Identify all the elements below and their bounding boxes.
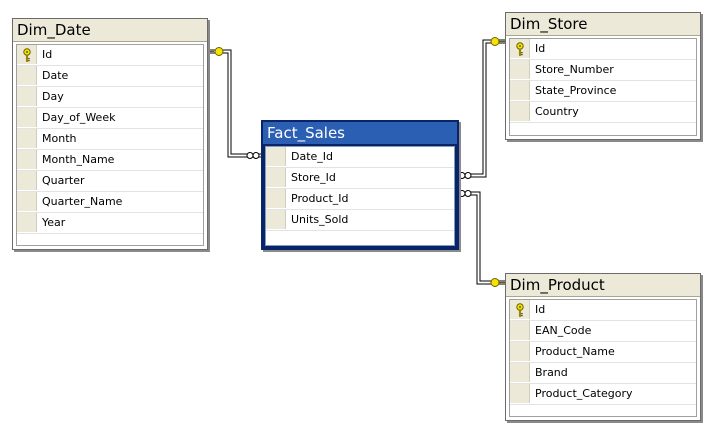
column-name: Year: [42, 216, 66, 229]
infinity-end-date: [246, 152, 260, 159]
primary-key-icon: [21, 48, 33, 62]
row-selector[interactable]: [266, 210, 286, 229]
column-name: Country: [535, 105, 579, 118]
column-name: Day_of_Week: [42, 111, 116, 124]
column-name: Units_Sold: [291, 213, 349, 226]
key-end-product: [490, 278, 505, 287]
column-row[interactable]: Product_Category: [510, 384, 696, 405]
column-row[interactable]: Month_Name: [17, 150, 203, 171]
column-name: Date: [42, 69, 69, 82]
table-title[interactable]: Fact_Sales: [263, 122, 457, 145]
row-selector[interactable]: [17, 66, 37, 85]
column-row[interactable]: Id: [510, 39, 696, 60]
row-selector[interactable]: [510, 102, 530, 121]
row-selector[interactable]: [17, 87, 37, 106]
column-row[interactable]: Date_Id: [266, 147, 454, 168]
column-row[interactable]: Units_Sold: [266, 210, 454, 231]
column-row[interactable]: Id: [510, 300, 696, 321]
row-selector[interactable]: [510, 342, 530, 361]
column-name: Month: [42, 132, 77, 145]
column-name: Month_Name: [42, 153, 115, 166]
column-row[interactable]: Id: [17, 45, 203, 66]
column-name: Id: [535, 303, 546, 316]
column-name: Brand: [535, 366, 568, 379]
key-end-store: [490, 37, 505, 46]
column-row[interactable]: Day_of_Week: [17, 108, 203, 129]
column-row[interactable]: Day: [17, 87, 203, 108]
row-selector[interactable]: [510, 384, 530, 403]
primary-key-icon: [514, 303, 526, 317]
infinity-end-store: [458, 172, 472, 179]
column-row[interactable]: Country: [510, 102, 696, 123]
row-selector[interactable]: [510, 39, 530, 58]
infinity-end-product: [458, 190, 472, 197]
row-selector[interactable]: [17, 129, 37, 148]
relationship-date[interactable]: [207, 47, 262, 159]
column-row[interactable]: Product_Name: [510, 342, 696, 363]
column-name: Date_Id: [291, 150, 334, 163]
column-name: Product_Id: [291, 192, 349, 205]
table-title[interactable]: Dim_Product: [506, 274, 700, 297]
column-name: Product_Category: [535, 387, 633, 400]
column-row[interactable]: EAN_Code: [510, 321, 696, 342]
row-selector[interactable]: [17, 192, 37, 211]
column-row[interactable]: State_Province: [510, 81, 696, 102]
table-title[interactable]: Dim_Store: [506, 13, 700, 36]
table-title[interactable]: Dim_Date: [13, 19, 207, 42]
column-name: Store_Id: [291, 171, 336, 184]
column-row[interactable]: Month: [17, 129, 203, 150]
key-end-date: [210, 47, 224, 56]
row-selector[interactable]: [510, 60, 530, 79]
column-row[interactable]: Year: [17, 213, 203, 234]
column-row[interactable]: Quarter: [17, 171, 203, 192]
column-name: Quarter_Name: [42, 195, 123, 208]
column-name: Product_Name: [535, 345, 615, 358]
row-selector[interactable]: [17, 150, 37, 169]
row-selector[interactable]: [17, 45, 37, 64]
column-row[interactable]: Brand: [510, 363, 696, 384]
column-row[interactable]: Product_Id: [266, 189, 454, 210]
row-selector[interactable]: [17, 108, 37, 127]
row-selector[interactable]: [510, 363, 530, 382]
row-selector[interactable]: [17, 171, 37, 190]
column-name: Store_Number: [535, 63, 614, 76]
row-selector[interactable]: [510, 81, 530, 100]
column-name: State_Province: [535, 84, 617, 97]
column-name: EAN_Code: [535, 324, 592, 337]
column-row[interactable]: Store_Id: [266, 168, 454, 189]
row-selector[interactable]: [17, 213, 37, 232]
row-selector[interactable]: [510, 300, 530, 319]
relationship-store[interactable]: [456, 37, 506, 179]
column-row[interactable]: Quarter_Name: [17, 192, 203, 213]
primary-key-icon: [514, 42, 526, 56]
row-selector[interactable]: [510, 321, 530, 340]
row-selector[interactable]: [266, 147, 286, 166]
row-selector[interactable]: [266, 168, 286, 187]
column-name: Id: [42, 48, 53, 61]
relationship-product[interactable]: [456, 190, 506, 287]
column-name: Quarter: [42, 174, 85, 187]
column-row[interactable]: Date: [17, 66, 203, 87]
column-row[interactable]: Store_Number: [510, 60, 696, 81]
row-selector[interactable]: [266, 189, 286, 208]
column-name: Id: [535, 42, 546, 55]
column-name: Day: [42, 90, 64, 103]
